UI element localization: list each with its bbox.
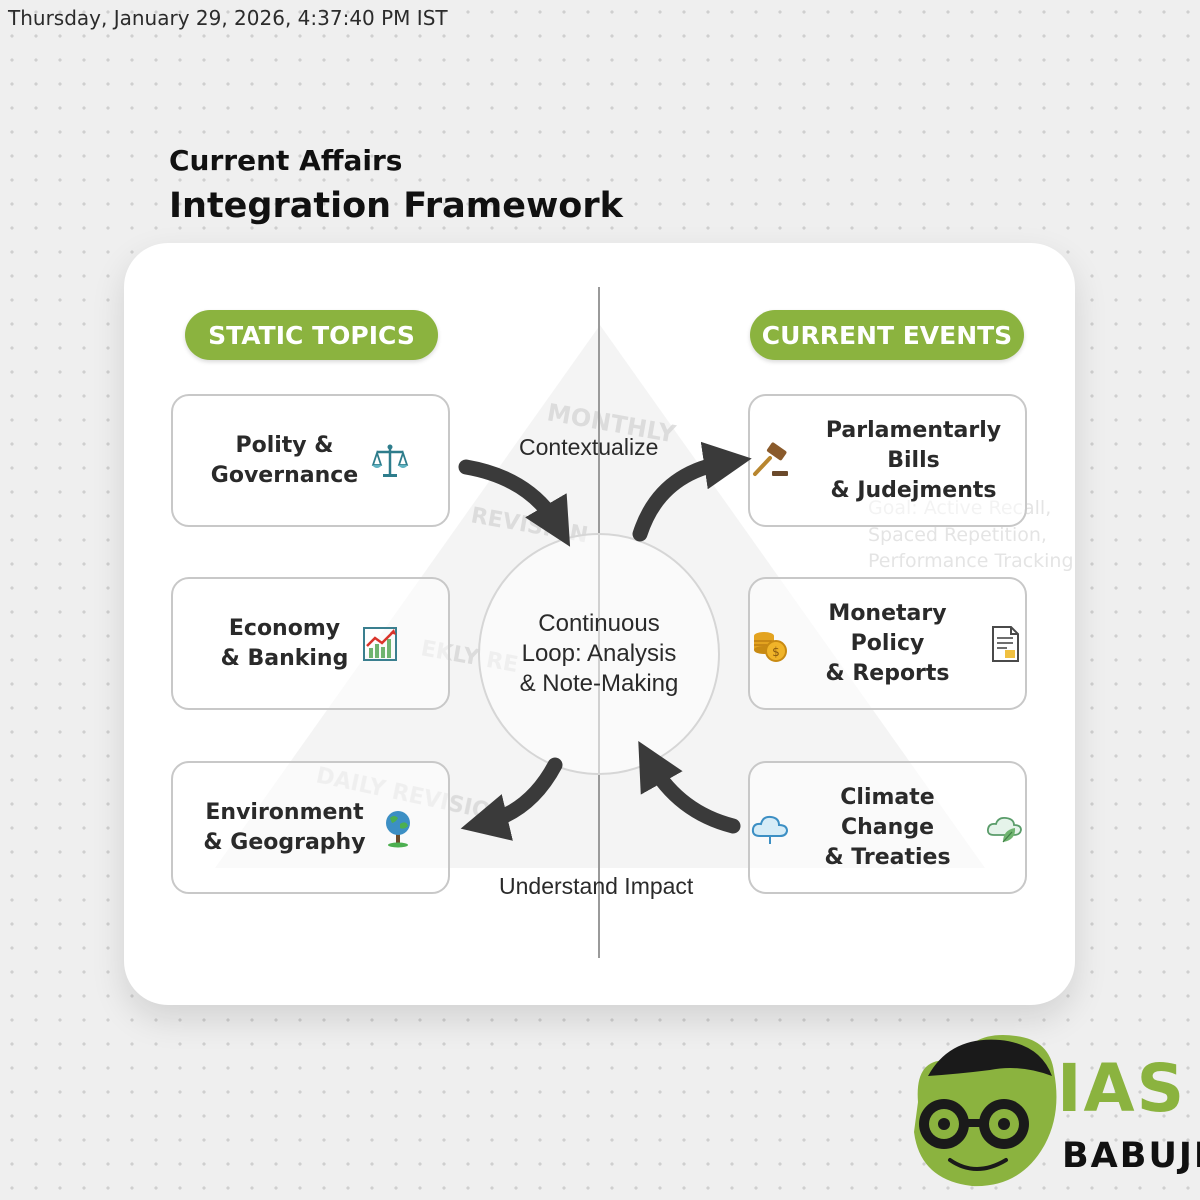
center-loop-label: Continuous Loop: Analysis & Note-Making — [519, 610, 679, 697]
card-climate-change: Climate Change & Treaties — [748, 761, 1027, 894]
flow-label-understand-impact: Understand Impact — [499, 873, 694, 899]
leaf-cloud-icon — [986, 816, 1022, 842]
cloud-icon — [751, 815, 789, 844]
coins-icon: $ — [754, 631, 787, 662]
growth-chart-icon — [363, 626, 398, 661]
card-monetary-policy: $ Monetary Policy & Reports — [748, 577, 1027, 710]
current-events-heading: CURRENT EVENTS — [750, 310, 1024, 360]
card-label: Climate Change & Treaties — [824, 784, 951, 870]
page-title-line1: Current Affairs — [169, 144, 403, 177]
continuous-loop-circle: Continuous Loop: Analysis & Note-Making — [478, 533, 720, 775]
scales-icon — [371, 444, 409, 477]
timestamp: Thursday, January 29, 2026, 4:37:40 PM I… — [8, 6, 448, 30]
flow-label-contextualize: Contextualize — [519, 434, 659, 460]
logo-babuji: BABUJI — [1062, 1136, 1200, 1176]
logo-ias: IAS — [1057, 1050, 1187, 1127]
card-economy-banking: Economy & Banking — [171, 577, 450, 710]
svg-text:$: $ — [772, 645, 780, 659]
card-label: Environment & Geography — [203, 799, 366, 855]
static-topics-heading: STATIC TOPICS — [185, 310, 438, 360]
card-label: Monetary Policy & Reports — [825, 600, 950, 686]
card-label: Economy & Banking — [220, 615, 349, 671]
card-label: Polity & Governance — [210, 432, 359, 488]
card-polity-governance: Polity & Governance — [171, 394, 450, 527]
card-environment-geography: Environment & Geography — [171, 761, 450, 894]
page-title-line2: Integration Framework — [169, 186, 623, 226]
report-icon — [992, 625, 1019, 662]
card-label: Parlamentarly Bills & Judejments — [825, 417, 1002, 503]
card-parliamentary-bills: Parlamentarly Bills & Judejments — [748, 394, 1027, 527]
globe-tree-icon — [385, 810, 410, 847]
gavel-icon — [753, 442, 788, 476]
